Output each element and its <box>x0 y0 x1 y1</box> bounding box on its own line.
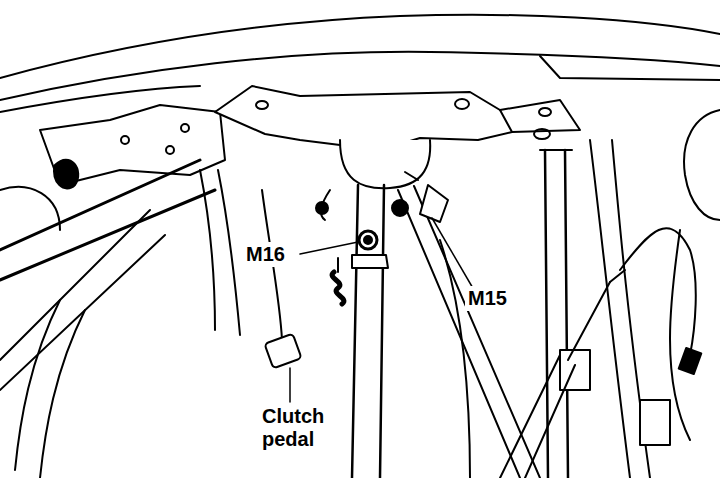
main-bracket <box>455 99 469 109</box>
steering-column <box>0 235 165 390</box>
wire-harness <box>264 334 301 369</box>
wire-harness <box>540 149 572 151</box>
left-bracket <box>0 105 225 230</box>
part-label: Clutch pedal <box>259 404 347 452</box>
steering-column <box>40 310 85 478</box>
clutch-pedal-arm <box>352 185 388 478</box>
steering-column <box>0 210 150 360</box>
clutch-pedal-arm <box>352 185 358 478</box>
clutch-pedal-arm <box>364 236 372 244</box>
main-bracket <box>256 101 268 109</box>
clutch-pedal-arm <box>352 255 388 268</box>
steering-column <box>15 300 60 470</box>
right-assembly <box>670 230 690 440</box>
return-spring <box>337 258 339 272</box>
return-spring <box>332 272 344 304</box>
leader-line <box>289 368 291 402</box>
push-rod <box>398 190 520 478</box>
screwdriver <box>568 282 610 360</box>
wire-harness <box>200 170 215 330</box>
clutch-master-cylinder <box>316 202 328 214</box>
cable <box>679 348 702 374</box>
cable <box>620 228 696 355</box>
right-assembly <box>684 110 720 220</box>
part-label: M15 <box>465 286 510 311</box>
screwdriver <box>525 365 575 478</box>
steering-column <box>0 160 200 250</box>
part-label: M16 <box>243 242 288 267</box>
wire-harness <box>218 170 240 335</box>
wire-harness <box>560 350 590 390</box>
wire-harness <box>200 140 670 478</box>
dashboard-outline <box>540 56 720 80</box>
left-bracket <box>54 160 78 189</box>
cable <box>620 228 701 374</box>
screwdriver <box>500 270 625 478</box>
wire-harness <box>640 400 670 445</box>
clutch-master-cylinder <box>316 140 430 220</box>
left-bracket <box>181 124 189 132</box>
push-rod <box>392 200 408 216</box>
clutch-pedal-arm <box>359 231 377 249</box>
left-bracket <box>121 136 129 144</box>
dashboard-outline <box>0 15 720 78</box>
leader-line <box>290 218 474 402</box>
leader-line <box>432 218 474 290</box>
push-rod <box>392 172 540 478</box>
left-bracket <box>0 187 60 230</box>
left-bracket <box>166 146 174 154</box>
right-assembly <box>670 110 720 440</box>
push-rod <box>420 185 448 222</box>
main-bracket <box>500 100 580 132</box>
dashboard-outline <box>0 52 720 100</box>
steering-column <box>0 190 215 280</box>
wire-harness <box>565 150 568 478</box>
leader-line <box>300 242 358 254</box>
main-bracket <box>539 108 551 116</box>
screwdriver <box>500 355 560 478</box>
screwdriver <box>610 270 625 282</box>
push-rod <box>405 172 418 180</box>
steering-column <box>0 160 215 478</box>
return-spring <box>332 258 344 304</box>
clutch-master-cylinder <box>340 140 430 188</box>
clutch-pedal-arm <box>380 185 384 478</box>
